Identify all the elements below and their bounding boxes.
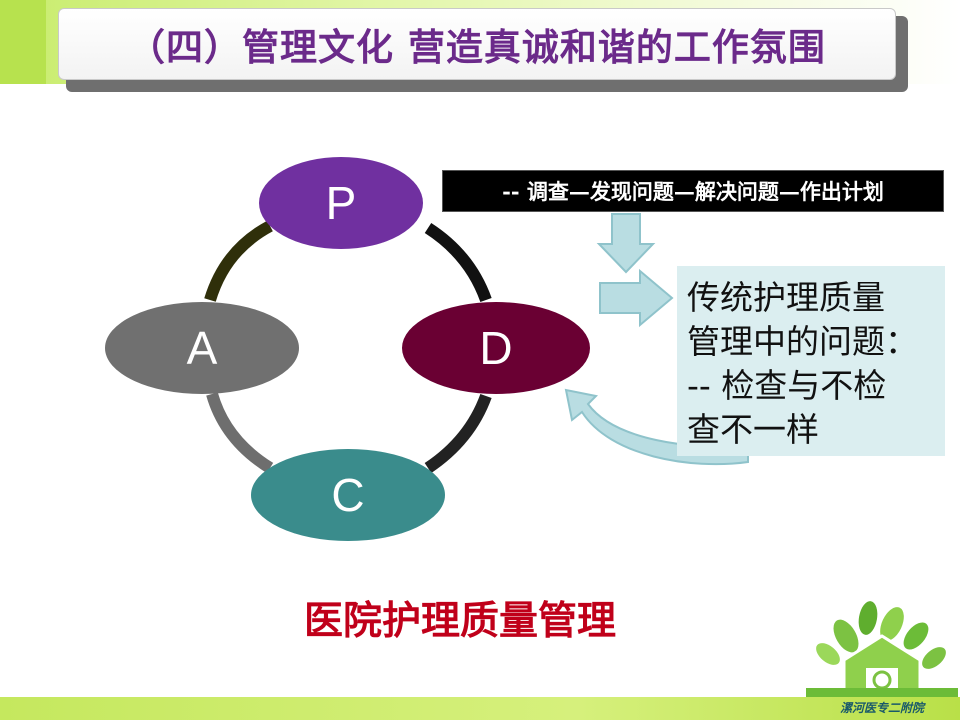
top-left-decor <box>0 0 46 84</box>
organization-label: 漯河医专二附院 <box>839 701 924 715</box>
bottom-decor-band <box>0 697 960 720</box>
arc-p-to-d <box>424 222 492 303</box>
green-house-leaf-icon <box>806 601 958 698</box>
arc-d-to-c <box>424 393 492 473</box>
problem-line-2: 管理中的问题： <box>687 322 918 361</box>
label-c: C <box>331 469 365 521</box>
problem-box: 传统护理质量 管理中的问题： -- 检查与不检 查不一样 <box>677 266 945 456</box>
label-a: A <box>186 322 218 374</box>
problem-line-3: -- 检查与不检 <box>687 366 887 405</box>
ellipse-p <box>259 157 423 249</box>
ellipse-d <box>402 302 590 394</box>
problem-line-4: 查不一样 <box>687 410 819 449</box>
arc-c-to-a <box>206 392 274 474</box>
problem-line-1: 传统护理质量 <box>687 278 885 317</box>
ellipse-c <box>251 449 445 541</box>
title-box: （四）管理文化 营造真诚和谐的工作氛围 <box>58 8 896 80</box>
plan-description-box: -- 调查—发现问题—解决问题—作出计划 <box>442 170 944 212</box>
plan-description-text: -- 调查—发现问题—解决问题—作出计划 <box>502 179 884 204</box>
label-p: P <box>325 177 357 229</box>
slide-title: （四）管理文化 营造真诚和谐的工作氛围 <box>128 26 826 69</box>
arc-a-to-p <box>204 220 273 302</box>
footer-label: 医院护理质量管理 <box>303 598 616 644</box>
ellipse-a <box>105 302 299 394</box>
label-d: D <box>479 322 513 374</box>
down-arrow-icon <box>596 213 656 274</box>
right-arrow-icon <box>599 268 674 328</box>
